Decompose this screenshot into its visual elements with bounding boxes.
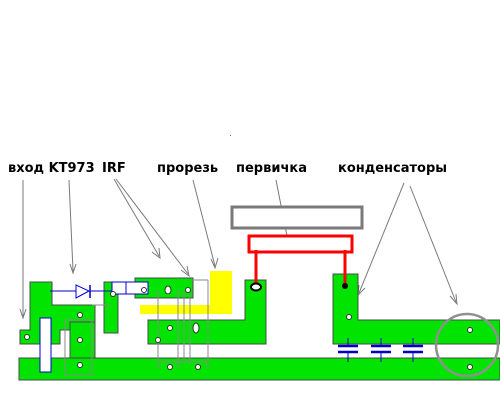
stray-dot xyxy=(230,135,231,136)
leader-capacitors-1 xyxy=(358,182,405,294)
diode-symbol xyxy=(50,284,112,299)
hole xyxy=(155,337,161,343)
hole xyxy=(164,285,172,295)
label-slot: прорезь xyxy=(157,161,218,176)
hole xyxy=(467,364,473,370)
label-input-kt973: вход KT973 xyxy=(8,161,95,176)
leader-kt973 xyxy=(68,179,74,272)
hole xyxy=(195,364,201,370)
hole xyxy=(467,327,473,333)
leader-slot xyxy=(192,179,216,267)
bottom-ground-rail xyxy=(18,357,500,381)
primary-terminal-left xyxy=(250,282,262,292)
leader-irf-2 xyxy=(115,178,189,275)
mounting-holes xyxy=(24,282,473,370)
hole xyxy=(77,362,83,368)
primary-terminal-right xyxy=(342,283,348,289)
output-connector-ring xyxy=(434,312,500,378)
hole xyxy=(77,337,83,343)
leader-irf-2-arrow xyxy=(180,265,190,278)
hole xyxy=(24,334,30,340)
leader-slot-arrow xyxy=(210,257,219,270)
capacitor-bank xyxy=(338,338,423,362)
leader-capacitors-2 xyxy=(409,185,457,303)
capacitor-2 xyxy=(371,338,391,362)
leader-lines xyxy=(19,178,458,320)
capacitor-pad xyxy=(332,273,500,345)
capacitor-3 xyxy=(403,338,423,362)
kt973-outline xyxy=(64,319,93,376)
hole xyxy=(185,287,191,293)
component-outlines xyxy=(64,279,209,376)
input-connector xyxy=(39,317,52,373)
leader-kt973-arrow xyxy=(69,263,77,275)
label-primary: первичка xyxy=(236,161,307,176)
hole xyxy=(192,322,200,334)
diode-triangle xyxy=(75,284,91,299)
leader-irf-1 xyxy=(113,178,160,257)
capacitor-1 xyxy=(338,338,358,362)
transformer-core-outline xyxy=(230,205,364,230)
hole xyxy=(167,325,173,331)
leader-irf-1-arrow xyxy=(151,247,161,260)
hole xyxy=(167,364,173,370)
hole xyxy=(346,314,352,320)
hole xyxy=(110,291,116,297)
leader-input-arrow xyxy=(19,308,27,320)
label-capacitors: конденсаторы xyxy=(338,161,447,176)
leader-capacitors-2-arrow xyxy=(449,293,458,306)
primary-winding-outline xyxy=(247,234,354,254)
isolation-slot xyxy=(140,271,232,314)
label-irf: IRF xyxy=(102,161,126,176)
hole xyxy=(77,312,83,318)
hole xyxy=(141,287,147,293)
gate-resistor xyxy=(111,281,149,295)
